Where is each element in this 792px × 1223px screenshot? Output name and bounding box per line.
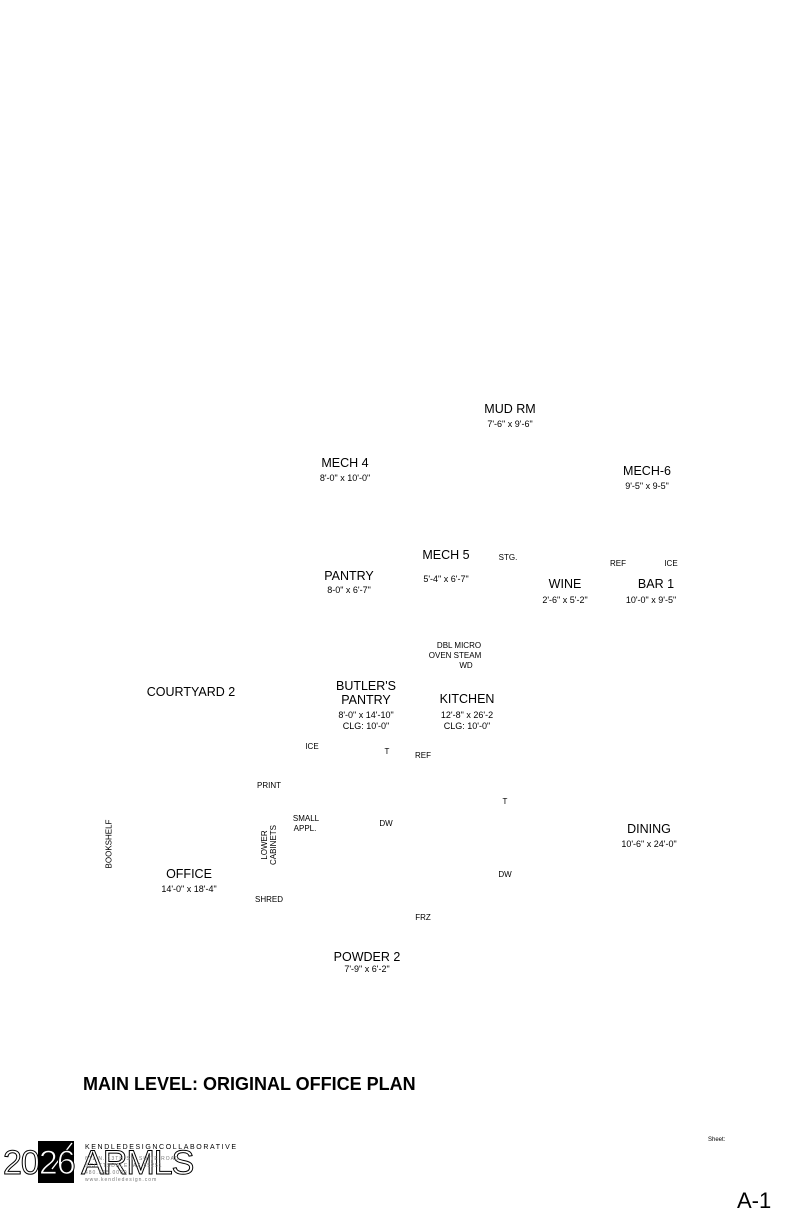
fixture-shred: SHRED [254, 895, 284, 904]
fixture-bookshelf: BOOKSHELF [104, 819, 114, 869]
room-powder2-dim: 7'-9" x 6'-2" [344, 964, 390, 974]
fixture-lower-cabinets-2: CABINETS [269, 824, 278, 866]
firm-phone: 480.555.0000 [85, 1170, 128, 1176]
fixture-frz: FRZ [415, 913, 431, 922]
fixture-ice-butler: ICE [305, 742, 319, 751]
room-mech5-name: MECH 5 [422, 548, 470, 562]
fixture-print: PRINT [257, 781, 281, 790]
fixture-t-kitchen: T [502, 797, 508, 806]
fixture-ref-bar: REF [610, 559, 626, 568]
fixture-t-butler: T [384, 747, 390, 756]
fixture-small-appl-1: SMALL [292, 814, 320, 823]
room-mud-rm-name: MUD RM [484, 402, 536, 416]
room-mud-rm-dim: 7'-6" x 9'-6" [487, 419, 533, 429]
room-mech4-dim: 8'-0" x 10'-0" [319, 473, 371, 483]
fixture-dbl-micro: DBL MICRO [436, 641, 482, 650]
room-bar1-name: BAR 1 [637, 577, 675, 591]
room-wine-dim: 2'-6" x 5'-2" [542, 595, 588, 605]
fixture-ref-kitchen: REF [415, 751, 431, 760]
mls-watermark: 2026 ARMLS [2, 1144, 194, 1182]
room-mech6-dim: 9'-5" x 9-5" [625, 481, 669, 491]
room-butlers-pantry-name-1: BUTLER'S [335, 679, 397, 693]
plan-title: MAIN LEVEL: ORIGINAL OFFICE PLAN [83, 1074, 416, 1094]
room-powder2-name: POWDER 2 [333, 950, 401, 964]
room-butlers-pantry-clg: CLG: 10'-0" [342, 721, 390, 731]
room-dining-dim: 10'-6" x 24'-0" [621, 839, 677, 849]
firm-logo-mark [51, 1142, 73, 1170]
room-mech4-name: MECH 4 [321, 456, 369, 470]
firm-name: KENDLEDESIGNCOLLABORATIVE [85, 1144, 238, 1151]
room-mech6-name: MECH-6 [623, 464, 671, 478]
fixture-dw-butler: DW [379, 819, 393, 828]
room-butlers-pantry-dim: 8'-0" x 14'-10" [338, 710, 394, 720]
room-kitchen-name: KITCHEN [439, 692, 495, 706]
room-wine-name: WINE [548, 577, 582, 591]
sheet-label: Sheet: [708, 1137, 726, 1143]
room-bar1-dim: 10'-0" x 9'-5" [625, 595, 677, 605]
room-kitchen-clg: CLG: 10'-0" [443, 721, 491, 731]
sheet-number: A-1 [737, 1188, 772, 1213]
room-pantry-dim: 8-0" x 6'-7" [327, 585, 371, 595]
fixture-dw-kitchen: DW [498, 870, 512, 879]
firm-address-2: SCOTTSDALE, AZ 85251 [85, 1163, 163, 1169]
fixture-wd: WD [459, 661, 473, 670]
room-kitchen-dim: 12'-8" x 26'-2 [440, 710, 494, 720]
room-butlers-pantry-name-2: PANTRY [341, 693, 391, 707]
fixture-ice-bar: ICE [664, 559, 678, 568]
fixture-small-appl-2: APPL. [293, 824, 317, 833]
fixture-lower-cabinets: LOWER CABINETS [260, 824, 279, 866]
room-mech5-dim: 5'-4" x 6'-7" [423, 574, 469, 584]
firm-website: www.kendledesign.com [85, 1177, 158, 1183]
room-office-name: OFFICE [166, 867, 212, 881]
firm-address-1: 611 N. 13TH ST. SUITE ROAD [85, 1156, 180, 1162]
room-office-dim: 14'-0" x 18'-4" [161, 884, 217, 894]
room-pantry-name: PANTRY [324, 569, 374, 583]
fixture-stg: STG. [498, 553, 518, 562]
room-courtyard2-name: COURTYARD 2 [146, 685, 236, 699]
room-dining-name: DINING [627, 822, 671, 836]
fixture-oven-steam: OVEN STEAM [428, 651, 482, 660]
